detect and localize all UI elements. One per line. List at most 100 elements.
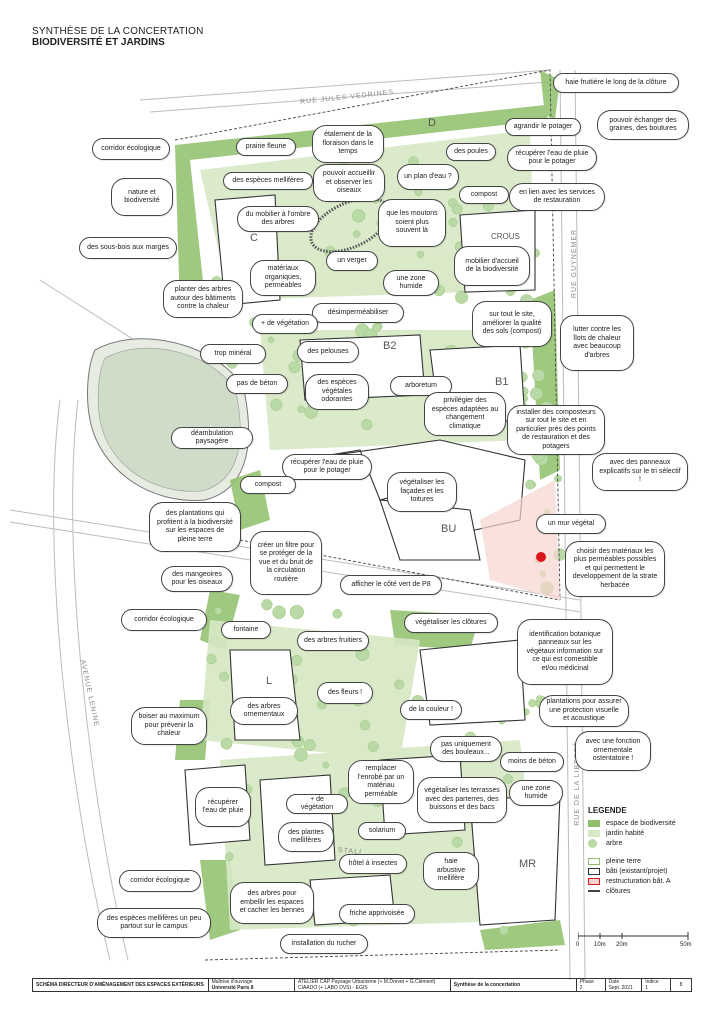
tree [332,609,343,619]
tree [303,739,316,751]
tree [220,738,233,750]
tree [359,720,371,731]
bubble-des-pelouses: des pelouses [297,341,359,363]
tree [416,250,425,259]
bubble-cote-vert: afficher le côté vert de P8 [340,575,442,595]
bubble-arbres-embellir: des arbres pour embellir les espaces et … [230,882,314,924]
bubble-vegetaliser-terrasses: végétaliser les terrasses avec des parte… [417,777,507,823]
footer-atelier: ATELIER CAP Paysage Urbanisme (+ M.Dreve… [295,979,451,991]
bubble-arbres-ornementaux: des arbres ornementaux [230,697,298,725]
bubble-arboretum: arboretum [390,376,452,396]
bubble-pouvoir-echanger: pouvoir échanger des graines, des boutur… [597,110,689,140]
bubble-especes-melliferes-1: des espèces mellifères [223,172,313,190]
bubble-corridor-ecologique-2: corridor écologique [121,609,207,631]
zone-b2: B2 [383,340,397,352]
bubble-installer-composteurs: installer des composteurs sur tout le si… [507,405,605,455]
bubble-mobilier-ombre: du mobilier à l'ombre des arbres [237,206,319,232]
legend-item-jardin: jardin habité [588,828,718,838]
bubble-recuperer-eau-potager-2: récupérer l'eau de pluie pour le potager [282,454,372,480]
bubble-etalement-floraison: étalement de la floraison dans le temps [312,125,384,163]
bubble-panneaux-tri: avec des panneaux explicatifs sur le tri… [592,453,688,491]
bubble-plus-vegetation-2: + de végétation [286,794,348,814]
tree [272,605,286,619]
footer-synthese: Synthèse de la concertation [451,979,577,991]
scale-0: 0 [576,942,580,948]
tree [288,361,301,374]
bubble-recuperer-eau-potager-1: récupérer l'eau de pluie pour le potager [507,145,597,171]
tree [214,607,223,615]
tree [532,369,545,382]
tree [270,398,283,411]
zone-bu: BU [441,523,457,535]
bubble-deambulation: déambulation paysagère [171,427,253,449]
page-header: SYNTHÈSE DE LA CONCERTATION BIODIVERSITÉ… [32,26,204,48]
bubble-agrandir-potager: agrandir le potager [505,118,581,136]
bubble-mur-vegetal: un mur végétal [536,514,606,534]
bubble-vegetaliser-facades: végétaliser les façades et les toitures [387,472,457,512]
legend-item-biodiversite: espace de biodiversité [588,818,718,828]
bubble-lutter-chaleur: lutter contre les îlots de chaleur avec … [560,315,634,371]
bubble-moutons: que les moutons soient plus souvent là [378,199,446,247]
tree [530,387,544,401]
tree [289,604,305,620]
bubble-de-la-couleur: de la couleur ! [400,700,462,720]
bubble-materiaux-organiques: matériaux organiques, perméables [250,260,316,296]
tree [525,479,536,490]
footer-page: 8 [679,982,683,988]
bubble-pouvoir-accueillir: pouvoir accueillir et observer les oisea… [313,164,385,202]
bubble-haie-arbustive: haie arbustive mellifère [423,852,479,890]
bubble-friche: friche apprivoisée [339,904,415,924]
bubble-hotel-insectes: hôtel à insectes [339,854,407,874]
tree [528,699,537,708]
bubble-corridor-ecologique-3: corridor écologique [119,870,201,892]
bubble-haie-fruitiere: haie fruitière le long de la clôture [553,73,679,93]
scale-bar: 0 10m 20m 50m [576,930,698,950]
bubble-trop-mineral: trop minéral [200,344,266,364]
tree [394,679,405,690]
footer-bar: SCHÉMA DIRECTEUR D'AMÉNAGEMENT DES ESPAC… [32,978,692,992]
footer-schema: SCHÉMA DIRECTEUR D'AMÉNAGEMENT DES ESPAC… [33,979,209,991]
bubble-lien-services: en lien avec les services de restauratio… [509,183,605,211]
bubble-fonction-ornementale: avec une fonction ornementale ostentatoi… [575,731,651,771]
tree [353,230,361,238]
bubble-des-poules: des poules [446,143,496,161]
bubble-identification-botanique: identification botanique panneaux sur le… [517,619,613,685]
bubble-especes-odorantes: des espèces végétales odorantes [305,374,369,410]
tree [451,203,463,215]
bubble-plantations-pleine-terre: des plantations qui profitent à la biodi… [149,502,241,552]
scale-50: 50m [680,942,692,948]
zone-d: D [428,117,436,129]
bubble-arbres-fruitiers: des arbres fruitiers [297,631,369,651]
tree [367,741,379,752]
bubble-remplacer-enrobe: remplacer l'enrobé par un matériau permé… [348,760,414,804]
tree [261,599,273,611]
map-legend: LEGENDE espace de biodiversité jardin ha… [588,806,718,896]
bubble-especes-melliferes-2: des espèces mellifères un peu partout su… [97,908,211,938]
bubble-fontaine: fontaine [221,621,271,639]
tree [291,655,303,666]
bubble-desimpermeabiliser: désimperméabiliser [312,303,404,323]
bubble-plan-eau: un plan d'eau ? [397,164,459,190]
tree [224,852,234,861]
bubble-filtre-route: créer un filtre pour se protéger de la v… [250,531,322,595]
bubble-mobilier-accueil: mobilier d'accueil de la biodiversité [454,246,530,286]
marker-dot [536,552,546,562]
bubble-pas-beton: pas de béton [226,374,288,394]
bubble-recuperer-eau-pluie: récupérer l'eau de pluie [195,787,251,827]
zone-mr: MR [519,858,537,870]
bubble-compost-1: compost [459,186,509,204]
tree [267,336,275,343]
bubble-un-verger: un verger [326,251,378,271]
legend-item-pleine-terre: pleine terre [588,856,718,866]
bubble-nature-biodiversite: nature et biodiversité [111,178,173,216]
bubble-sous-bois: des sous-bois aux marges [79,237,177,259]
bubble-rucher: installation du rucher [280,934,368,954]
tree [451,836,463,848]
tree [361,419,373,431]
bubble-solarium: solarium [358,822,406,840]
bubble-vegetaliser-clotures: végétaliser les clôtures [404,613,498,633]
bubble-especes-adaptees: privilégier des espèces adaptées au chan… [424,392,506,436]
